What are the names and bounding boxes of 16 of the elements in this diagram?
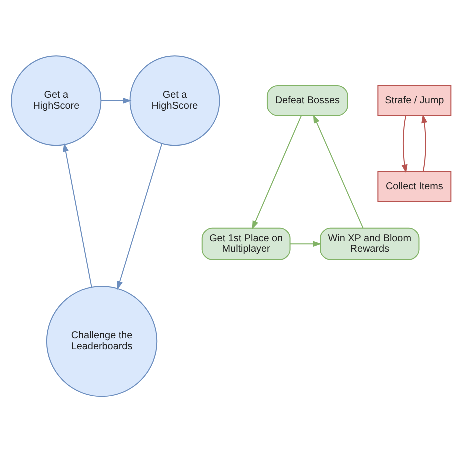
node-box: Get 1st Place on Multiplayer xyxy=(202,227,291,260)
arrow xyxy=(252,115,302,230)
node-circle: Get a HighScore xyxy=(11,55,102,146)
arrow xyxy=(62,142,92,288)
node-circle: Challenge the Leaderboards xyxy=(46,285,158,397)
node-box: Collect Items xyxy=(378,171,452,202)
node-box: Defeat Bosses xyxy=(266,84,348,116)
arrow xyxy=(100,97,132,104)
arrow xyxy=(117,142,163,290)
node-circle: Get a HighScore xyxy=(130,55,220,146)
arrow xyxy=(402,115,408,173)
node-box: Strafe / Jump xyxy=(378,84,452,116)
arrow xyxy=(422,114,428,172)
arrow xyxy=(290,240,322,247)
arrow xyxy=(313,114,364,228)
node-box: Win XP and Bloom Rewards xyxy=(320,227,420,260)
